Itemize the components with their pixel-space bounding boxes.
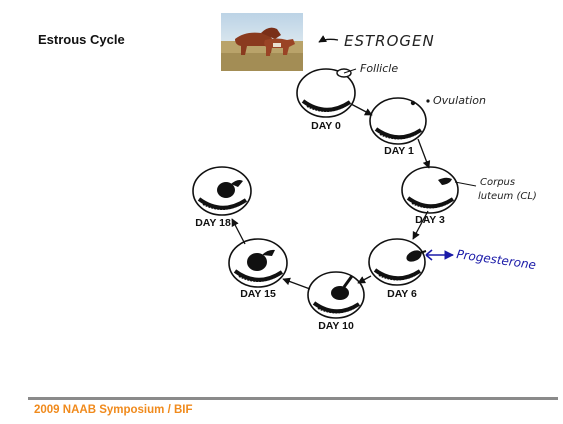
day-label: DAY 6 [387, 288, 417, 300]
ovary-day-10 [307, 271, 365, 319]
annotation-estrogen: ESTROGEN [318, 32, 435, 50]
footer-divider [28, 397, 558, 400]
day-label: DAY 1 [384, 145, 414, 157]
cycle-arrows [231, 103, 431, 290]
annotation-corpus-luteum: Corpus luteum (CL) [454, 177, 537, 202]
footer-text: 2009 NAAB Symposium / BIF [34, 404, 193, 416]
ovary-day-0 [296, 68, 356, 118]
ovary-day-1 [369, 97, 427, 145]
annotation-progesterone: Progesterone [425, 247, 537, 272]
annotation-ovulation: Ovulation [426, 94, 486, 107]
day-label: DAY 3 [415, 214, 445, 226]
ovary-day-6 [368, 238, 427, 286]
progesterone-label: Progesterone [456, 247, 537, 272]
ovary-day-18 [192, 166, 252, 216]
corpus-label: Corpus [480, 177, 515, 188]
day-label: DAY 18 [195, 217, 231, 229]
estrogen-label: ESTROGEN [344, 32, 435, 50]
ovary-day-3 [401, 166, 459, 214]
luteum-label: luteum (CL) [478, 191, 537, 202]
day-label: DAY 15 [240, 288, 276, 300]
annotation-follicle: Follicle [343, 62, 398, 75]
cattle-photo [221, 13, 303, 71]
slide-title: Estrous Cycle [38, 32, 125, 47]
day-label: DAY 10 [318, 320, 354, 332]
ovulation-label: Ovulation [433, 94, 486, 107]
ovary-day-15 [228, 238, 288, 288]
follicle-label: Follicle [360, 62, 398, 75]
day-label: DAY 0 [311, 120, 341, 132]
